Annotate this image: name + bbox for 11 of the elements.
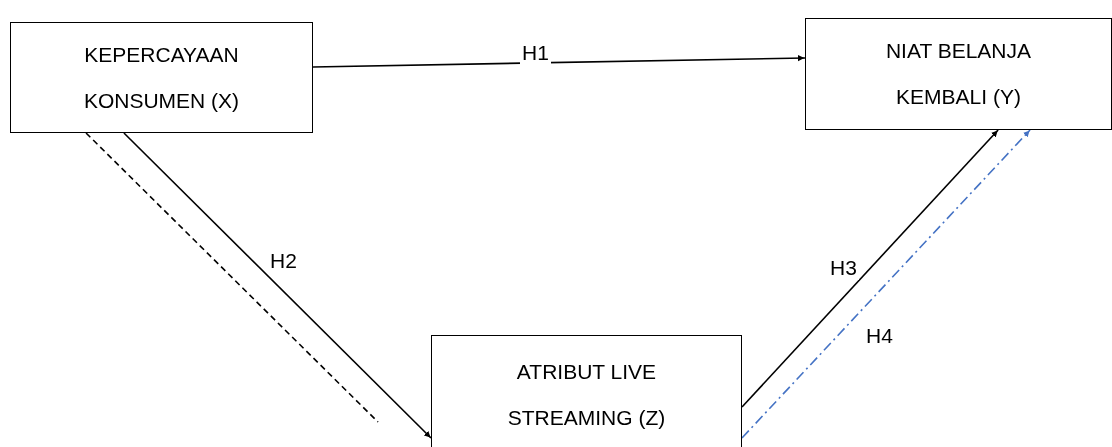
box-label: KEPERCAYAAN KONSUMEN (X) <box>82 41 241 114</box>
box-label: ATRIBUT LIVE STREAMING (Z) <box>506 359 667 431</box>
arrow <box>312 53 806 68</box>
concept-box <box>805 18 1112 130</box>
arrow <box>741 129 999 408</box>
arrow <box>123 132 432 439</box>
concept-box <box>10 22 313 133</box>
arrow <box>741 129 1031 439</box>
connector-line <box>85 132 379 423</box>
concept-box <box>431 335 742 447</box>
box-label: NIAT BELANJA KEMBALI (Y) <box>884 38 1033 110</box>
